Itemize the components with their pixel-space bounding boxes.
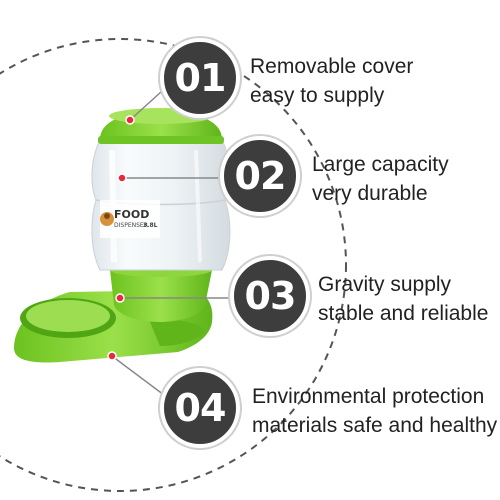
badge-01: 01 [160,38,240,118]
product-sticker: FOOD DISPENSER 3.8L [100,200,160,238]
feature-01-line2: easy to supply [250,84,385,107]
product-brand: FOOD [114,208,149,221]
feature-03-line1: Gravity supply [318,273,452,296]
feature-04-line2: materials safe and healthy [252,414,498,437]
callout-dot-03 [115,293,125,303]
badge-03: 03 [230,256,310,336]
callout-dot-02 [117,173,127,183]
feature-text-04: Environmental protection materials safe … [252,382,497,440]
product-size: 3.8L [143,222,158,229]
feature-text-03: Gravity supply stable and reliable [318,270,488,328]
bowl-base [14,290,213,363]
callout-dot-04 [107,351,117,361]
product-name: DISPENSER [114,222,148,229]
callout-dots [107,115,135,361]
feature-04-line1: Environmental protection [252,385,485,408]
feature-01-line1: Removable cover [250,55,414,78]
feature-02-line2: very durable [312,182,428,205]
dashed-circle-guide [0,38,347,492]
feature-text-02: Large capacity very durable [312,150,449,208]
feature-03-line2: stable and reliable [318,302,489,325]
badge-02: 02 [220,136,300,216]
callout-dot-01 [125,115,135,125]
callout-connectors [111,81,234,399]
feature-text-01: Removable cover easy to supply [250,52,413,110]
feature-02-line1: Large capacity [312,153,449,176]
badge-04: 04 [160,368,240,448]
pedestal [110,263,212,322]
